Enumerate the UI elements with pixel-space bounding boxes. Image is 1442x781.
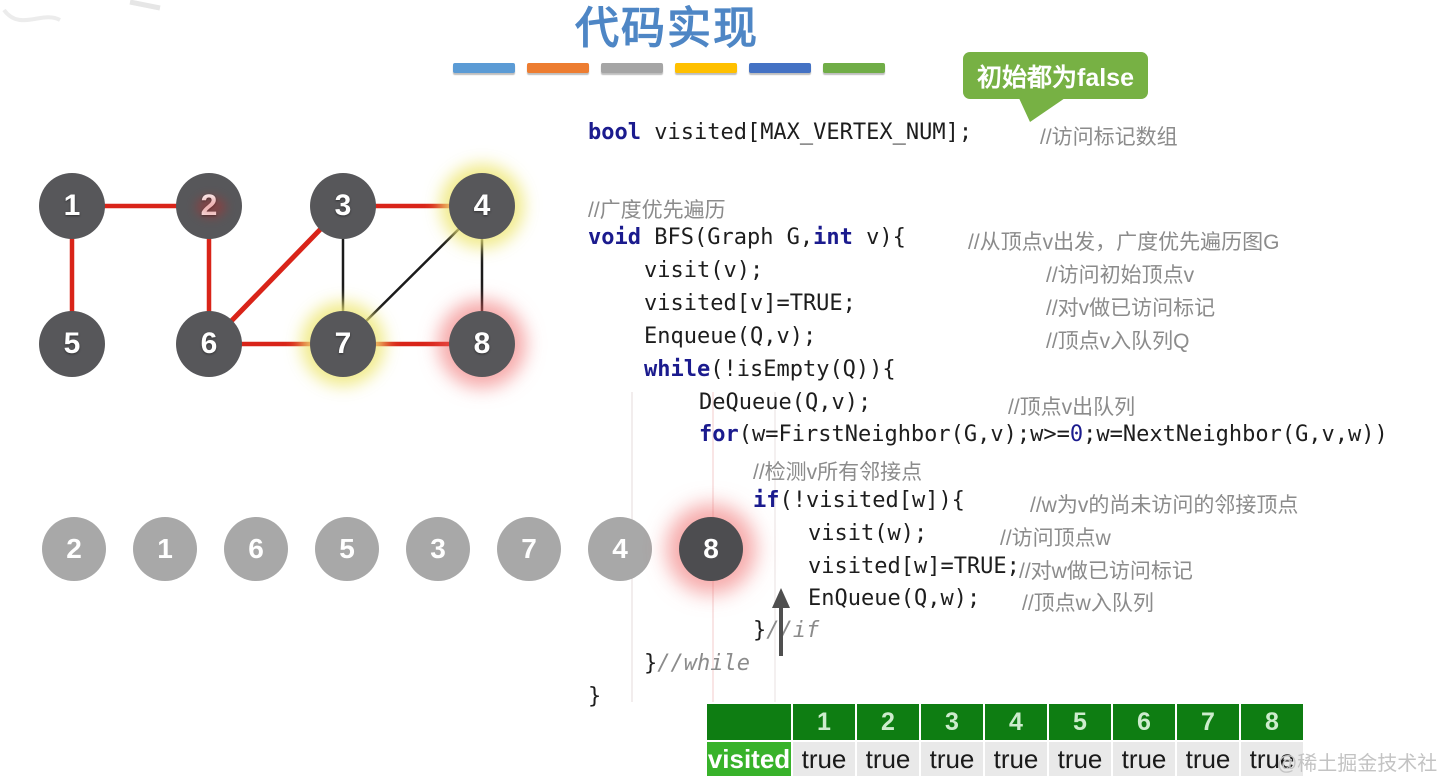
table-header-cell: 2	[857, 704, 919, 740]
code-line: //检测v所有邻接点	[753, 461, 923, 484]
table-header-cell: 7	[1177, 704, 1239, 740]
table-value-cell: true	[921, 742, 983, 776]
code-line: visit(v); //访问初始顶点v	[644, 258, 1195, 287]
graph-node-4: 4	[449, 173, 515, 239]
code-line: //广度优先遍历	[588, 199, 726, 222]
queue-item: 4	[588, 517, 652, 581]
table-header-cell: 1	[793, 704, 855, 740]
graph-node-1: 1	[39, 173, 105, 239]
table-header-cell: 5	[1049, 704, 1111, 740]
queue-item: 7	[497, 517, 561, 581]
table-row-label: visited	[707, 742, 791, 776]
code-line: visit(w); //访问顶点w	[808, 521, 1111, 550]
queue-item: 2	[42, 517, 106, 581]
table-value-cell: true	[1177, 742, 1239, 776]
table-value-cell: true	[1241, 742, 1303, 776]
graph-node-7: 7	[310, 311, 376, 377]
table-header-row: 1 2 3 4 5 6 7 8	[707, 704, 1303, 740]
table-value-row: visited true true true true true true tr…	[707, 742, 1303, 776]
code-line: DeQueue(Q,v); //顶点v出队列	[699, 390, 1136, 419]
code-line: Enqueue(Q,v); //顶点v入队列Q	[644, 324, 1190, 353]
table-value-cell: true	[1113, 742, 1175, 776]
queue-item-current: 8	[679, 517, 743, 581]
code-line: for(w=FirstNeighbor(G,v);w>=0;w=NextNeig…	[699, 422, 1388, 447]
callout-badge: 初始都为false	[963, 52, 1148, 99]
table-value-cell: true	[985, 742, 1047, 776]
graph-node-5: 5	[39, 311, 105, 377]
accent-bar	[675, 63, 737, 73]
graph-node-6: 6	[176, 311, 242, 377]
queue-item: 3	[406, 517, 470, 581]
table-header-cell: 4	[985, 704, 1047, 740]
corner-smudge	[2, 0, 161, 23]
code-line: EnQueue(Q,w); //顶点w入队列	[808, 586, 1154, 615]
code-line: }	[588, 684, 602, 709]
table-value-cell: true	[793, 742, 855, 776]
accent-bar	[601, 63, 663, 73]
table-header-cell: 3	[921, 704, 983, 740]
accent-bar	[453, 63, 515, 73]
queue-item: 6	[224, 517, 288, 581]
accent-bar	[749, 63, 811, 73]
accent-bar	[527, 63, 589, 73]
code-line: if(!visited[w]){ //w为v的尚未访问的邻接顶点	[753, 488, 1299, 517]
code-line: while(!isEmpty(Q)){	[644, 357, 896, 382]
laser-dot	[196, 196, 226, 218]
page-title: 代码实现	[575, 4, 759, 53]
queue-item: 5	[315, 517, 379, 581]
code-line: }//if	[753, 618, 820, 643]
table-value-cell: true	[857, 742, 919, 776]
code-line: }//while	[644, 651, 750, 676]
code-line: bool visited[MAX_VERTEX_NUM]; //访问标记数组	[588, 120, 1178, 149]
graph-node-3: 3	[310, 173, 376, 239]
table-value-cell: true	[1049, 742, 1111, 776]
visited-table: 1 2 3 4 5 6 7 8 visited true true true t…	[707, 704, 1303, 776]
accent-bar	[823, 63, 885, 73]
code-line: visited[v]=TRUE; //对v做已访问标记	[644, 291, 1216, 320]
code-line: visited[w]=TRUE; //对w做已访问标记	[808, 554, 1193, 583]
table-corner-cell	[707, 704, 791, 740]
table-header-cell: 6	[1113, 704, 1175, 740]
graph-node-8: 8	[449, 311, 515, 377]
queue-item: 1	[133, 517, 197, 581]
table-header-cell: 8	[1241, 704, 1303, 740]
watermark: @稀土掘金技术社区	[1277, 753, 1438, 775]
code-line: void BFS(Graph G,int v){ //从顶点v出发，广度优先遍历…	[588, 225, 1280, 254]
graph-node-2: 2	[176, 173, 242, 239]
